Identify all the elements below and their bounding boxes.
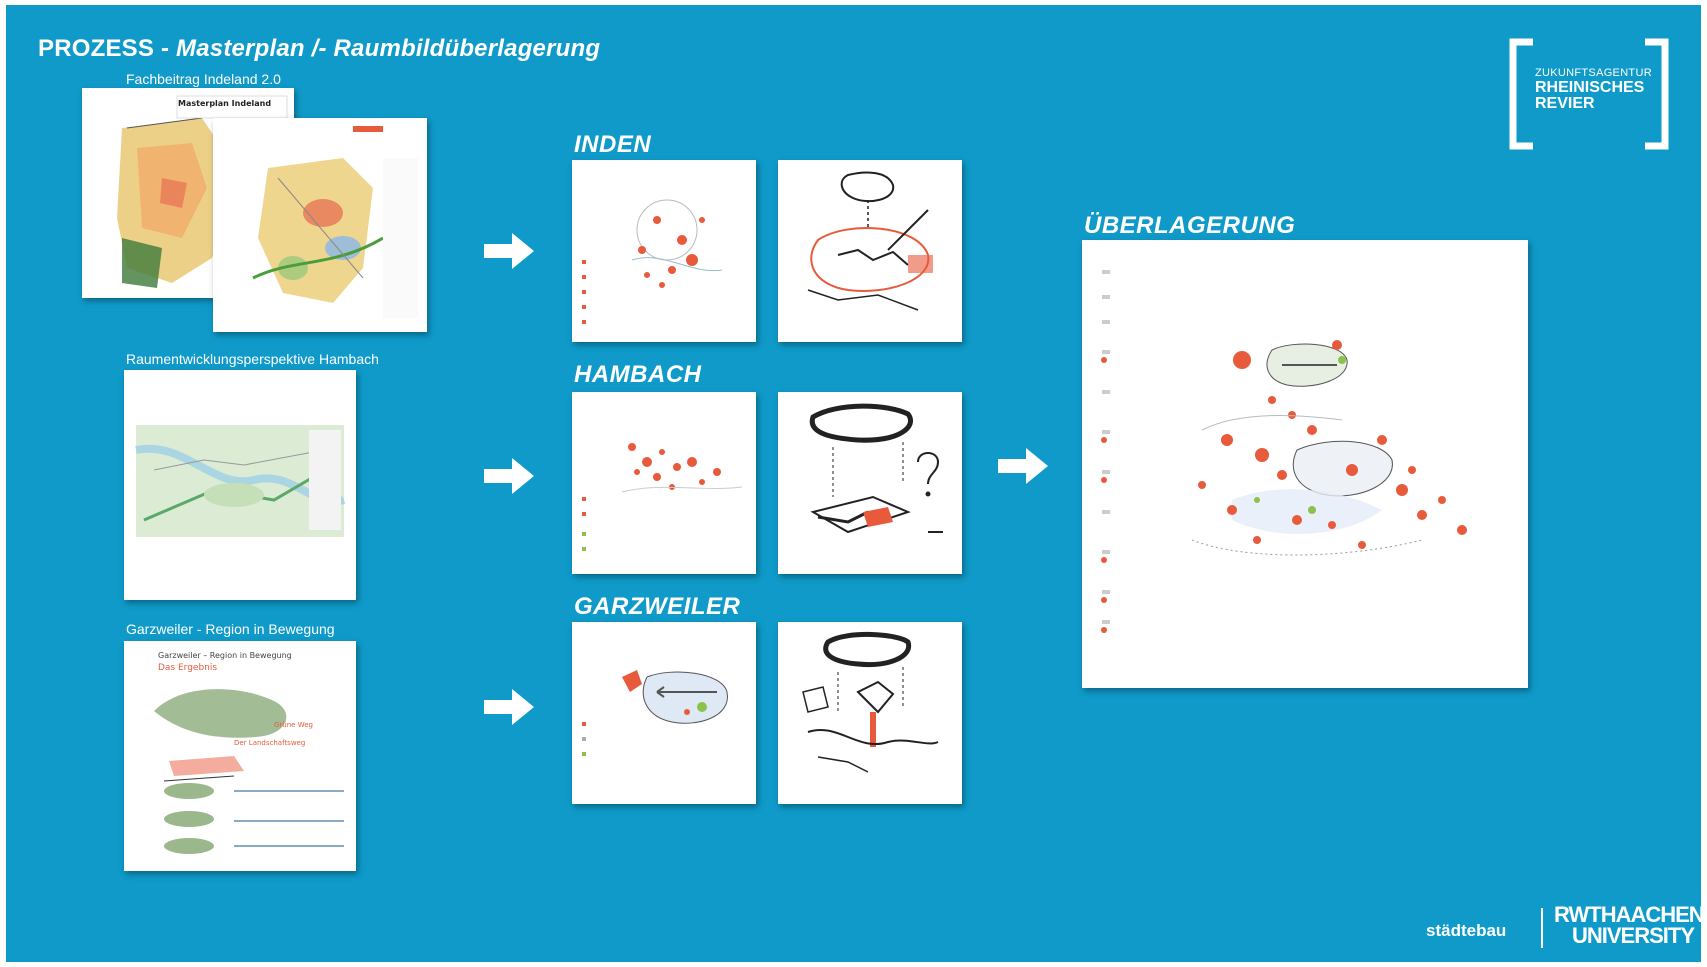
arrow-right-icon: [484, 233, 534, 269]
garzweiler-map-card: [572, 622, 756, 804]
doc3-label-a: Grüne Weg: [274, 721, 313, 729]
zukunftsagentur-logo: ZUKUNFTSAGENTUR RHEINISCHES REVIER: [1509, 38, 1669, 150]
inden-map-graphic: [572, 160, 756, 342]
inden-sketch-card: [778, 160, 962, 342]
garzweiler-brochure: Garzweiler – Region in Bewegung Das Erge…: [124, 641, 356, 871]
logo-line3: REVIER: [1535, 95, 1595, 113]
section-title-inden: INDEN: [574, 131, 652, 158]
rwth-logo: RWTHAACHEN UNIVERSITY: [1554, 902, 1701, 948]
doc2-caption: Raumentwicklungsperspektive Hambach: [126, 351, 379, 367]
logo-line2: RHEINISCHES: [1535, 78, 1645, 96]
hambach-sketch-card: [778, 392, 962, 574]
garzweiler-sketch-graphic: [778, 622, 962, 804]
arrow-right-icon: [998, 448, 1048, 484]
staedtebau-label: städtebau: [1426, 921, 1507, 940]
footer-logos: städtebau RWTHAACHEN UNIVERSITY: [1426, 903, 1701, 953]
slide-title: PROZESS - Masterplan /- Raumbildüberlage…: [38, 35, 600, 63]
slide: PROZESS - Masterplan /- Raumbildüberlage…: [6, 5, 1701, 962]
hambach-perspective-map: [124, 370, 356, 600]
rwth-line2: UNIVERSITY: [1572, 922, 1695, 948]
footer-divider: [1541, 908, 1543, 948]
garzweiler-brochure-graphic: [124, 641, 356, 871]
hambach-sketch-graphic: [778, 392, 962, 574]
gesamtkonzept-map-graphic: [213, 118, 427, 332]
doc3-label-b: Der Landschaftsweg: [234, 739, 306, 747]
hambach-dots-graphic: [572, 392, 756, 574]
overlay-map-card: [1082, 240, 1528, 688]
inden-map-card: [572, 160, 756, 342]
overlay-map-graphic: [1082, 240, 1528, 688]
hambach-map-graphic: [124, 370, 356, 600]
section-title-garzweiler: GARZWEILER: [574, 593, 741, 620]
doc3-inner-title: Garzweiler – Region in Bewegung: [158, 651, 292, 660]
doc1-caption: Fachbeitrag Indeland 2.0: [126, 71, 281, 87]
doc3-caption: Garzweiler - Region in Bewegung: [126, 621, 335, 637]
garzweiler-sketch-card: [778, 622, 962, 804]
question-mark-icon: [917, 452, 940, 485]
section-title-hambach: HAMBACH: [574, 361, 702, 388]
logo-bracket-icon: [1509, 38, 1669, 150]
doc3-inner-subtitle: Das Ergebnis: [158, 663, 218, 673]
inden-sketch-graphic: [778, 160, 962, 342]
section-title-overlay: ÜBERLAGERUNG: [1084, 212, 1296, 239]
garzweiler-map-graphic: [572, 622, 756, 804]
gesamtkonzept-indeland-map: [213, 118, 427, 332]
logo-line1: ZUKUNFTSAGENTUR: [1535, 67, 1652, 79]
title-prefix: PROZESS -: [38, 35, 170, 62]
title-italic: Masterplan /- Raumbildüberlagerung: [176, 35, 601, 62]
arrow-right-icon: [484, 689, 534, 725]
arrow-right-icon: [484, 458, 534, 494]
hambach-map-card: [572, 392, 756, 574]
doc1-inner-title: Masterplan Indeland: [178, 99, 272, 108]
rwth-line1: RWTHAACHEN: [1554, 902, 1701, 927]
